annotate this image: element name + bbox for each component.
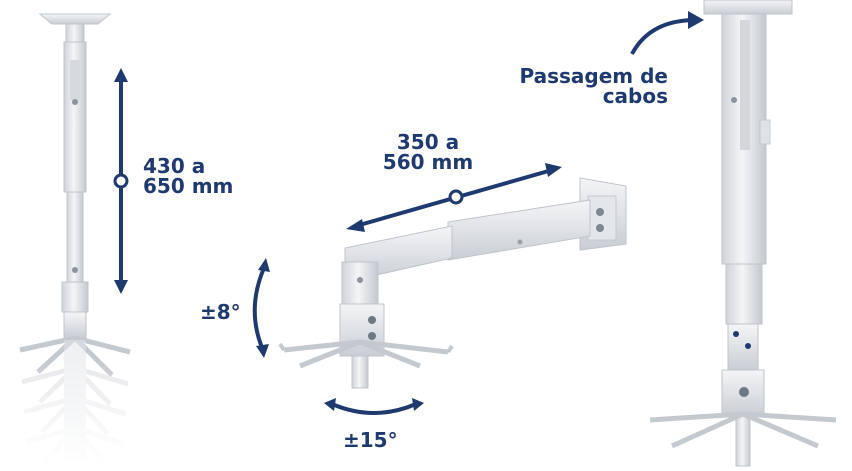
- cable-passage-arrow: [630, 11, 704, 55]
- wall-arm-mount: [278, 177, 627, 389]
- ceiling-pole-mount: [0, 13, 150, 471]
- pole-range-arrow: [113, 68, 129, 294]
- tilt-arrow: [252, 258, 270, 358]
- tilt-angle-label: ±8°: [200, 300, 241, 324]
- pole-range-label: 430 a 650 mm: [143, 154, 234, 198]
- tall-pole-mount: [649, 0, 837, 467]
- arm-range-label: 350 a 560 mm: [382, 130, 474, 174]
- swivel-arrow: [324, 398, 424, 415]
- arm-range-arrow: [346, 163, 562, 232]
- cable-passage-label: Passagem de cabos: [519, 64, 669, 108]
- swivel-angle-label: ±15°: [343, 428, 398, 452]
